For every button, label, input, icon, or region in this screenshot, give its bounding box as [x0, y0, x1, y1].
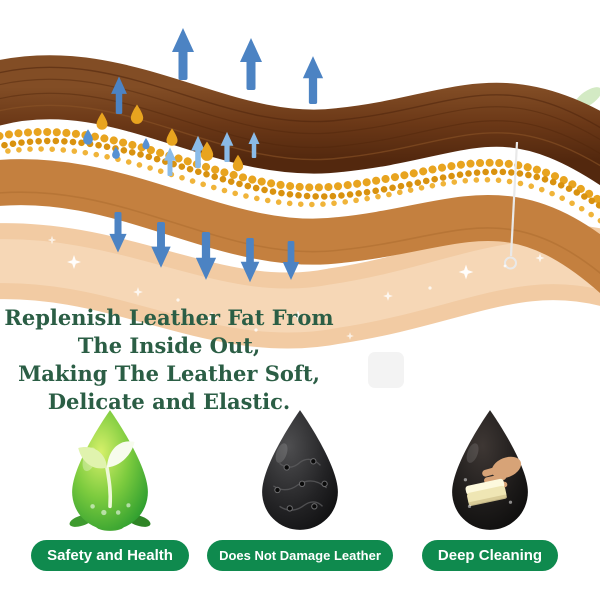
- feature-no-damage: Does Not Damage Leather: [205, 406, 395, 571]
- feature-safety: Safety and Health: [15, 406, 205, 571]
- leather-droplet-icon: [262, 410, 338, 530]
- feature-row: Safety and Health: [15, 406, 585, 571]
- sponge-droplet-icon: [452, 410, 528, 530]
- leather-layers-diagram: [0, 28, 600, 388]
- headline-line-2: The Inside Out,: [77, 333, 261, 359]
- feature-badge-deep-cleaning: Deep Cleaning: [421, 540, 559, 571]
- headline-line-1: Replenish Leather Fat From: [4, 305, 334, 330]
- headline-line-3: Making The Leather Soft,: [18, 361, 320, 387]
- watermark-square: [368, 352, 404, 388]
- sparkle-icon-group: [47, 235, 545, 340]
- feature-badge-no-damage: Does Not Damage Leather: [207, 540, 393, 571]
- sprout-droplet-icon: [69, 410, 151, 531]
- headline: Replenish Leather Fat From The Inside Ou…: [0, 304, 338, 417]
- headline-line-4: Delicate and Elastic.: [47, 389, 291, 415]
- needle-icon: [504, 141, 519, 270]
- feature-deep-cleaning: Deep Cleaning: [395, 406, 585, 571]
- feature-badge-safety: Safety and Health: [31, 540, 189, 571]
